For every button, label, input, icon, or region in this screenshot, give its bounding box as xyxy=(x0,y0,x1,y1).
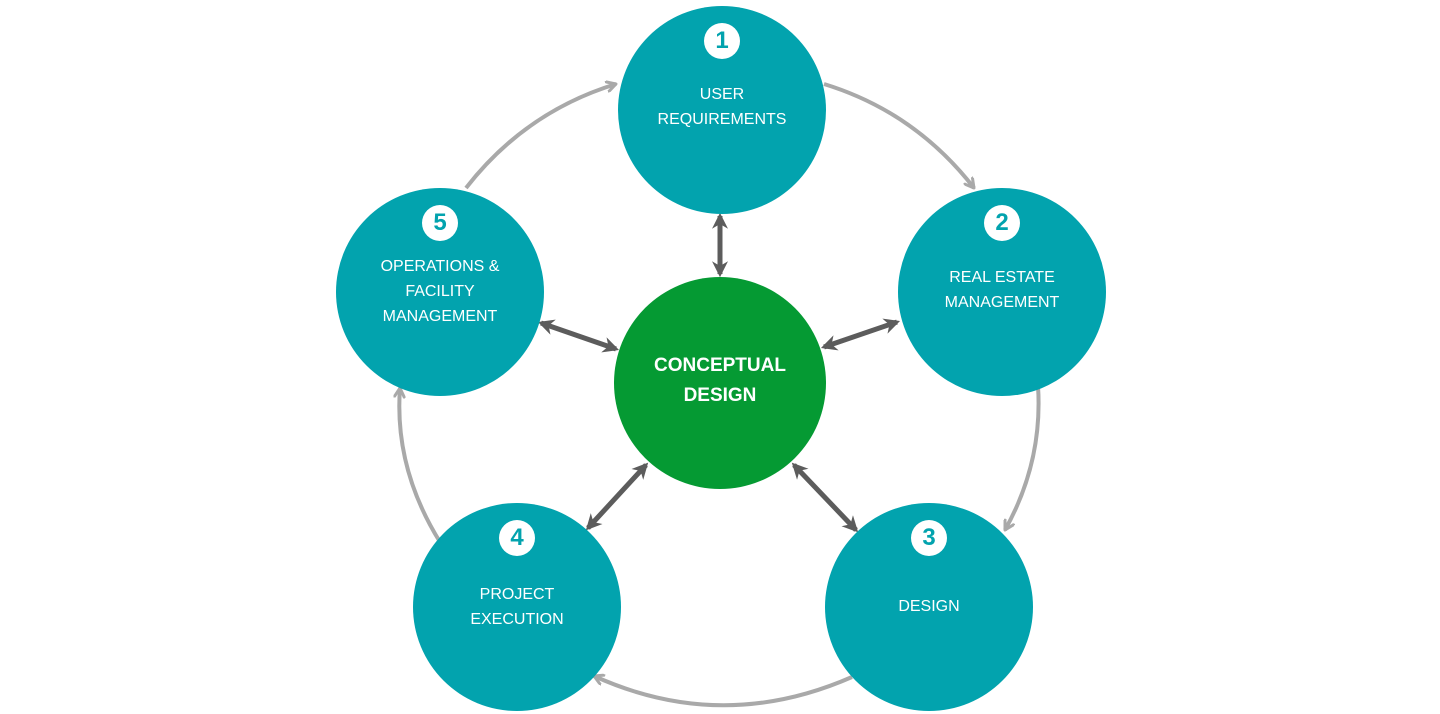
step-label: REAL ESTATE MANAGEMENT xyxy=(944,269,1060,311)
cycle-arrow-4-to-5 xyxy=(399,388,442,544)
link-arrow-center-step-5 xyxy=(537,319,620,353)
step-2-circle: 2 REAL ESTATE MANAGEMENT xyxy=(898,188,1106,396)
cycle-arrow-1-to-2 xyxy=(823,82,976,188)
step-5-circle: 5 OPERATIONS & FACILITY MANAGEMENT xyxy=(336,188,544,396)
center-circle: CONCEPTUAL DESIGN xyxy=(614,277,826,489)
step-label: PROJECT EXECUTION xyxy=(470,586,564,628)
step-3-circle: 3 DESIGN xyxy=(825,503,1033,711)
step-number-badge: 2 xyxy=(984,205,1020,241)
cycle-arrow-2-to-3 xyxy=(1003,385,1041,530)
step-label: USER REQUIREMENTS xyxy=(657,86,787,128)
step-number-badge: 1 xyxy=(704,23,740,59)
step-number-badge: 3 xyxy=(911,520,947,556)
step-label: DESIGN xyxy=(898,598,960,615)
cycle-arrow-5-to-1 xyxy=(464,84,616,190)
step-4-circle: 4 PROJECT EXECUTION xyxy=(413,503,621,711)
center-label: CONCEPTUAL DESIGN xyxy=(654,355,786,406)
cycle-arrow-3-to-4 xyxy=(594,676,853,708)
link-arrow-center-step-4 xyxy=(585,462,649,531)
step-number-badge: 5 xyxy=(422,205,458,241)
link-arrow-center-step-2 xyxy=(820,318,901,351)
step-label: OPERATIONS & FACILITY MANAGEMENT xyxy=(380,258,500,325)
step-number-badge: 4 xyxy=(499,520,535,556)
link-arrow-center-step-3 xyxy=(791,462,859,533)
step-1-circle: 1 USER REQUIREMENTS xyxy=(618,6,826,214)
